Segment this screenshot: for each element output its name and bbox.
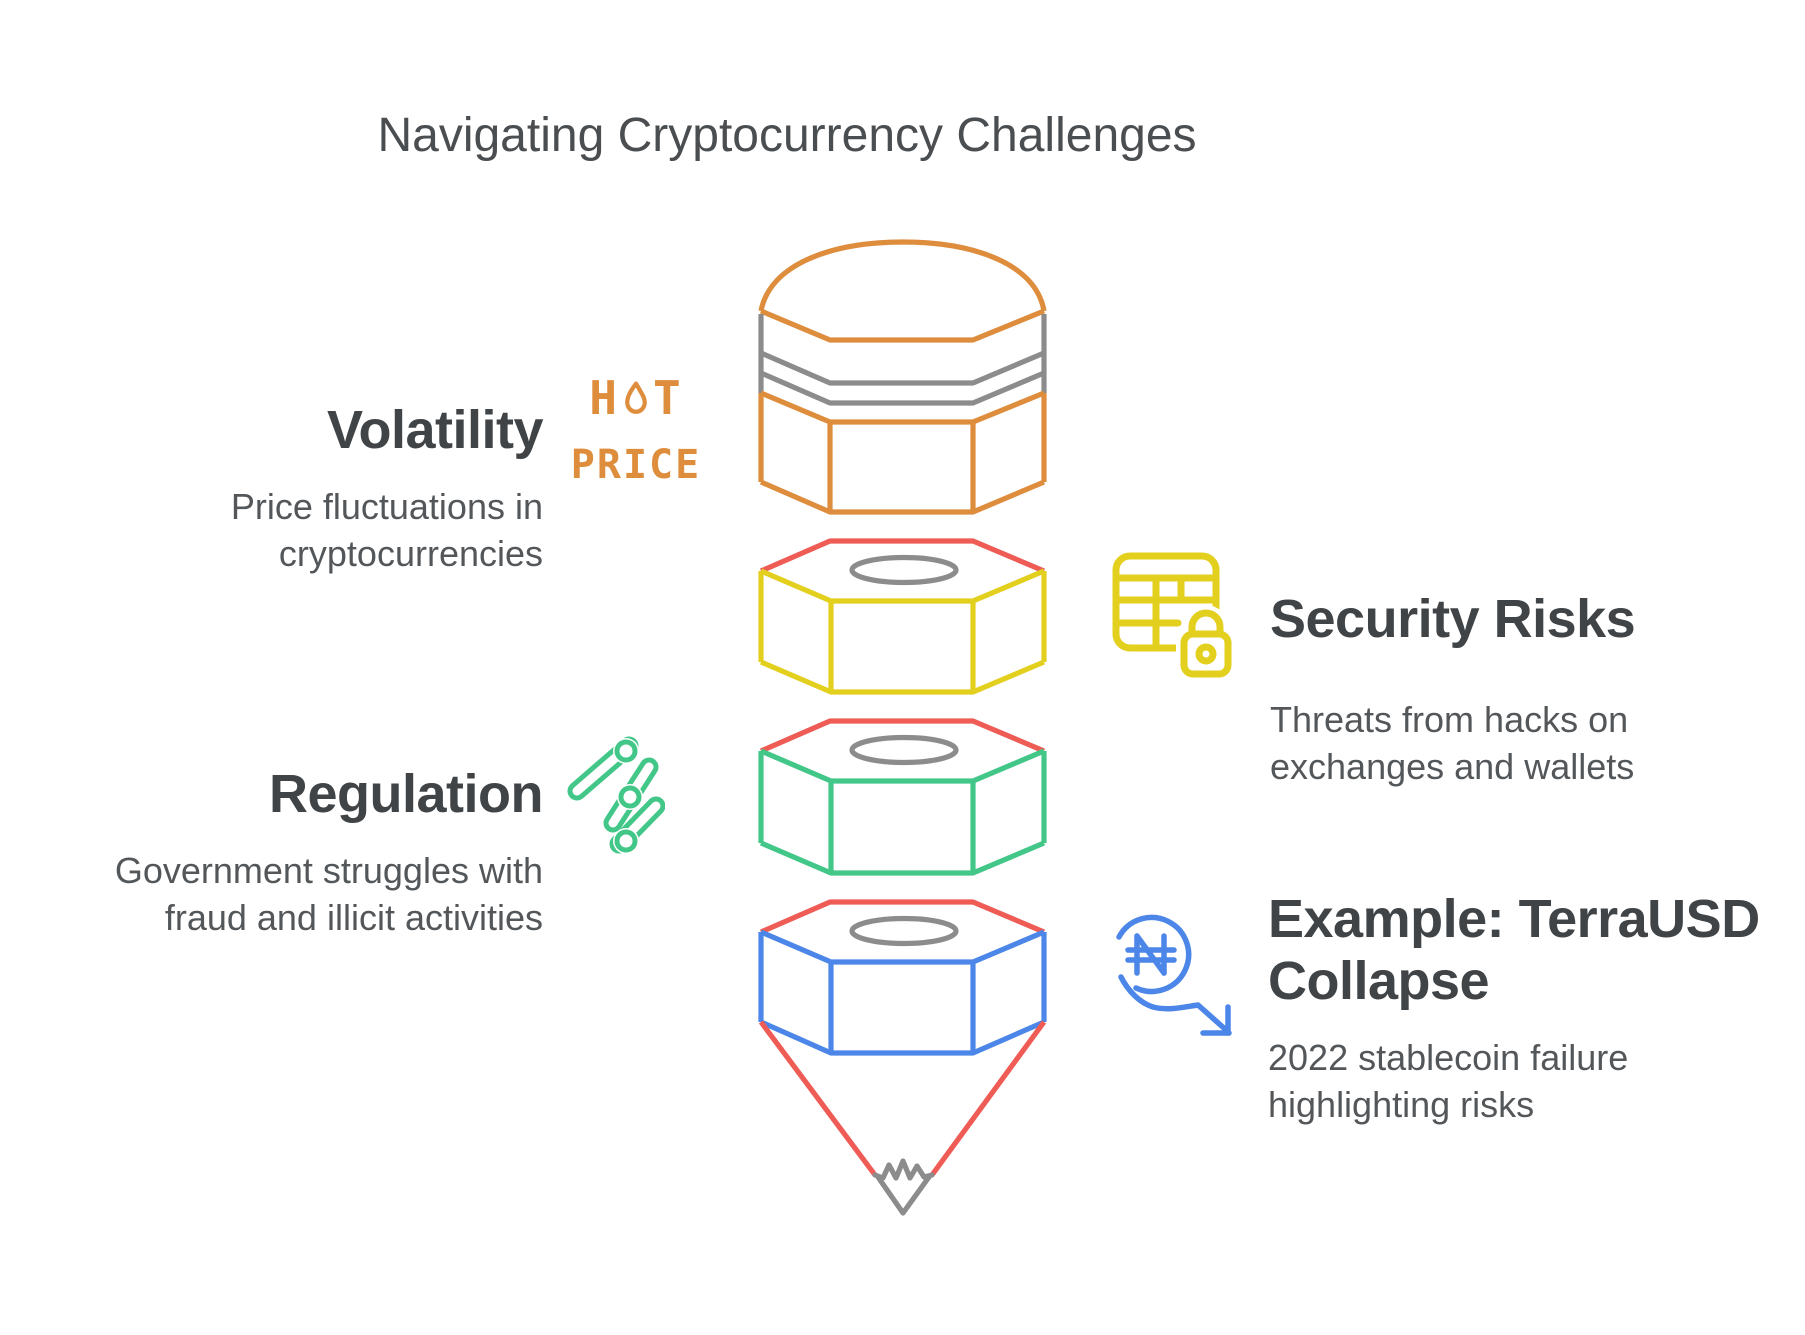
segment-bottom-edge <box>759 659 1046 695</box>
lead-hole-ellipse <box>849 915 959 947</box>
segment-front-top-edge <box>759 929 1046 965</box>
hot-letter-h: H <box>589 371 619 425</box>
capsule-2-end-circle <box>618 785 642 809</box>
eraser-bottom-edge <box>759 308 1045 343</box>
table-lock-icon <box>1112 552 1236 680</box>
pencil-graphic <box>758 239 1047 1216</box>
segment-bottom-edge <box>759 1019 1046 1056</box>
tip-point <box>875 1174 932 1216</box>
lock-icon <box>1176 605 1236 680</box>
pencil-tip <box>758 1020 1047 1216</box>
security-heading: Security Risks <box>1270 589 1636 649</box>
section-terrausd: Example: TerraUSD Collapse 2022 stableco… <box>1268 888 1760 1128</box>
naira-decline-icon <box>1116 914 1232 1036</box>
hot-letter-t: T <box>653 371 683 425</box>
ferrule-band-2 <box>759 370 1046 406</box>
capsule-3-end-circle <box>614 829 638 853</box>
capsules-icon <box>567 736 665 854</box>
volatility-heading: Volatility <box>326 400 544 460</box>
pencil-segment-blue <box>758 899 1047 1056</box>
pencil-segment-green <box>758 718 1047 876</box>
volatility-description: Price fluctuations in cryptocurrencies <box>230 486 543 574</box>
section-security: Security Risks Threats from hacks on exc… <box>1270 588 1636 790</box>
tip-left-edge <box>758 1020 878 1177</box>
decline-arrow <box>1118 974 1232 1036</box>
lead-hole-ellipse <box>849 554 959 586</box>
flame-icon <box>625 381 647 414</box>
hot-line: H T <box>566 372 706 424</box>
coin-circle <box>1116 914 1192 995</box>
eraser-dome <box>758 239 1047 312</box>
section-regulation: Regulation Government struggles with fra… <box>114 763 544 941</box>
body-bottom-edge <box>759 479 1046 515</box>
terrausd-description: 2022 stablecoin failure highlighting ris… <box>1268 1037 1629 1125</box>
hot-price-icon: H T PRICE <box>566 372 706 488</box>
terrausd-heading: Example: TerraUSD Collapse <box>1268 889 1760 1011</box>
pencil-eraser-segment <box>758 239 1047 515</box>
ferrule-band-1 <box>759 350 1046 386</box>
lead-hole-ellipse <box>849 734 959 766</box>
segment-back-edge <box>759 718 1046 754</box>
capsule-1-end-circle <box>614 739 638 763</box>
segment-bottom-edge <box>759 840 1046 876</box>
segment-back-edge <box>759 899 1046 935</box>
table-icon <box>1112 552 1220 652</box>
segment-front-top-edge <box>759 748 1046 784</box>
segment-front-top-edge <box>759 568 1046 604</box>
naira-symbol <box>1125 933 1177 976</box>
price-line: PRICE <box>570 442 702 488</box>
tip-zigzag <box>872 1158 935 1181</box>
body-top-edge <box>759 390 1045 425</box>
keyhole <box>1195 643 1217 665</box>
regulation-heading: Regulation <box>269 764 544 824</box>
tip-right-edge <box>929 1020 1047 1177</box>
security-description: Threats from hacks on exchanges and wall… <box>1270 699 1635 787</box>
page-title: Navigating Cryptocurrency Challenges <box>377 109 1197 162</box>
section-volatility: Volatility Price fluctuations in cryptoc… <box>230 399 544 577</box>
regulation-description: Government struggles with fraud and illi… <box>114 850 543 938</box>
segment-back-edge <box>759 538 1046 574</box>
pencil-segment-yellow <box>758 538 1047 695</box>
